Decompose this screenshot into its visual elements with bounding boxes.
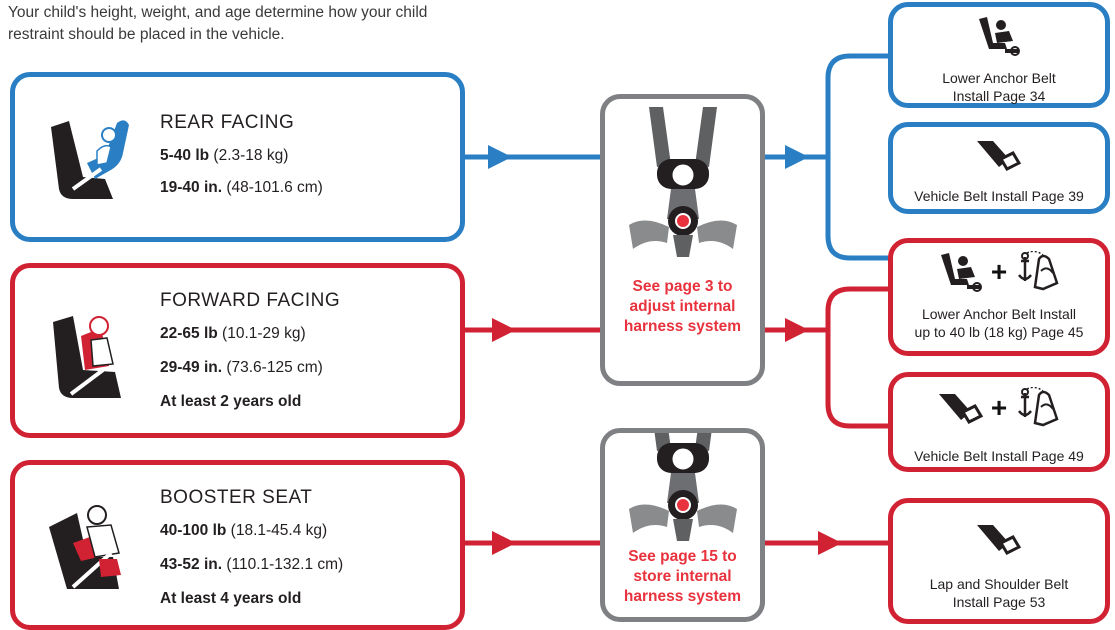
install-vehicle-belt-rear-label: Vehicle Belt Install Page 39 bbox=[893, 187, 1105, 205]
install-icons-row bbox=[893, 15, 1105, 57]
rear-facing-card: REAR FACING 5-40 lb (2.3-18 kg) 19-40 in… bbox=[10, 72, 465, 242]
install-icons-row: + bbox=[893, 387, 1105, 429]
install-vehicle-belt-forward: + Vehicle Belt Install Page 49 bbox=[888, 372, 1110, 472]
forward-height-cm: (73.6-125 cm) bbox=[226, 359, 323, 376]
forward-facing-age: At least 2 years old bbox=[160, 393, 301, 411]
intro-line-1: Your child's height, weight, and age det… bbox=[8, 4, 428, 21]
booster-seat-icon bbox=[49, 505, 121, 589]
harness-store-line-2: store internal bbox=[633, 568, 732, 585]
install-3-line-2: up to 40 lb (18 kg) Page 45 bbox=[914, 324, 1084, 340]
harness-store-line-1: See page 15 to bbox=[628, 548, 737, 565]
booster-height-cm: (110.1-132.1 cm) bbox=[226, 556, 344, 573]
booster-arrow-icon bbox=[492, 531, 516, 555]
forward-install-bracket bbox=[825, 286, 888, 429]
forward-weight-lb: 22-65 lb bbox=[160, 325, 218, 342]
lower-anchor-icon bbox=[979, 17, 1020, 56]
install-icons-row bbox=[893, 521, 1105, 557]
install-lower-anchor-rear: Lower Anchor Belt Install Page 34 bbox=[888, 2, 1110, 108]
vehicle-belt-icon bbox=[977, 525, 1022, 555]
forward-facing-card: FORWARD FACING 22-65 lb (10.1-29 kg) 29-… bbox=[10, 263, 465, 438]
vehicle-belt-icon bbox=[938, 394, 983, 424]
install-5-line-1: Lap and Shoulder Belt bbox=[929, 576, 1069, 592]
harness-store-icon bbox=[629, 433, 737, 541]
lower-anchor-icon bbox=[940, 253, 982, 292]
rear-install-arrow-icon bbox=[785, 145, 809, 169]
forward-weight-kg: (10.1-29 kg) bbox=[222, 325, 306, 342]
install-1-line-2: Install Page 34 bbox=[952, 88, 1046, 104]
rear-height-cm: (48-101.6 cm) bbox=[226, 179, 323, 196]
booster-seat-card: BOOSTER SEAT 40-100 lb (18.1-45.4 kg) 43… bbox=[10, 460, 465, 630]
harness-adjust-box: See page 3 to adjust internal harness sy… bbox=[600, 94, 765, 386]
rear-install-bracket bbox=[825, 53, 888, 261]
rear-weight-kg: (2.3-18 kg) bbox=[213, 147, 289, 164]
booster-weight-lb: 40-100 lb bbox=[160, 522, 227, 539]
install-2-line-1: Vehicle Belt Install Page 39 bbox=[914, 188, 1084, 204]
rear-arrow-icon bbox=[488, 145, 512, 169]
plus-sign: + bbox=[990, 392, 1008, 423]
vehicle-belt-icon bbox=[977, 141, 1022, 171]
booster-seat-weight: 40-100 lb (18.1-45.4 kg) bbox=[160, 522, 327, 540]
booster-weight-kg: (18.1-45.4 kg) bbox=[230, 522, 328, 539]
tether-anchor-icon bbox=[1018, 387, 1059, 427]
harness-adjust-note: See page 3 to adjust internal harness sy… bbox=[605, 277, 760, 337]
intro-text: Your child's height, weight, and age det… bbox=[8, 2, 548, 46]
harness-icon bbox=[629, 107, 737, 257]
booster-install-arrow-icon bbox=[818, 531, 842, 555]
harness-adjust-line-2: adjust internal bbox=[629, 298, 736, 315]
booster-seat-age: At least 4 years old bbox=[160, 590, 301, 608]
harness-store-box: See page 15 to store internal harness sy… bbox=[600, 428, 765, 622]
harness-store-line-3: harness system bbox=[623, 588, 742, 605]
forward-facing-title: FORWARD FACING bbox=[160, 290, 341, 311]
install-3-line-1: Lower Anchor Belt Install bbox=[921, 306, 1077, 322]
harness-store-note: See page 15 to store internal harness sy… bbox=[605, 547, 760, 607]
forward-arrow-icon bbox=[492, 318, 516, 342]
install-lap-shoulder-booster-label: Lap and Shoulder Belt Install Page 53 bbox=[893, 575, 1105, 611]
install-lap-shoulder-booster: Lap and Shoulder Belt Install Page 53 bbox=[888, 498, 1110, 624]
install-lower-anchor-forward-label: Lower Anchor Belt Install up to 40 lb (1… bbox=[893, 305, 1105, 341]
forward-facing-height: 29-49 in. (73.6-125 cm) bbox=[160, 359, 323, 377]
rear-facing-title: REAR FACING bbox=[160, 112, 295, 133]
booster-age: At least 4 years old bbox=[160, 590, 302, 607]
rear-facing-seat-icon bbox=[51, 120, 129, 199]
forward-facing-seat-icon bbox=[53, 316, 121, 398]
rear-height-in: 19-40 in. bbox=[160, 179, 223, 196]
intro-line-2: restraint should be placed in the vehicl… bbox=[8, 26, 285, 43]
install-icons-row: + bbox=[893, 251, 1105, 293]
rear-facing-height: 19-40 in. (48-101.6 cm) bbox=[160, 179, 323, 197]
install-lower-anchor-forward: + Lower Anchor Belt Install up to 40 lb … bbox=[888, 238, 1110, 356]
booster-seat-title: BOOSTER SEAT bbox=[160, 487, 313, 508]
tether-anchor-icon bbox=[1018, 251, 1059, 291]
forward-age: At least 2 years old bbox=[160, 393, 302, 410]
install-lower-anchor-rear-label: Lower Anchor Belt Install Page 34 bbox=[893, 69, 1105, 105]
install-vehicle-belt-forward-label: Vehicle Belt Install Page 49 bbox=[893, 447, 1105, 465]
forward-facing-weight: 22-65 lb (10.1-29 kg) bbox=[160, 325, 306, 343]
install-vehicle-belt-rear: Vehicle Belt Install Page 39 bbox=[888, 122, 1110, 214]
harness-adjust-line-1: See page 3 to bbox=[632, 278, 733, 295]
booster-seat-height: 43-52 in. (110.1-132.1 cm) bbox=[160, 556, 343, 574]
rear-facing-weight: 5-40 lb (2.3-18 kg) bbox=[160, 147, 288, 165]
forward-install-arrow-icon bbox=[785, 318, 809, 342]
install-1-line-1: Lower Anchor Belt bbox=[942, 70, 1056, 86]
install-icons-row bbox=[893, 137, 1105, 173]
plus-sign: + bbox=[990, 256, 1008, 287]
install-5-line-2: Install Page 53 bbox=[952, 594, 1046, 610]
rear-weight-lb: 5-40 lb bbox=[160, 147, 210, 164]
harness-adjust-line-3: harness system bbox=[623, 318, 742, 335]
install-4-line-1: Vehicle Belt Install Page 49 bbox=[914, 448, 1084, 464]
booster-height-in: 43-52 in. bbox=[160, 556, 223, 573]
forward-height-in: 29-49 in. bbox=[160, 359, 223, 376]
